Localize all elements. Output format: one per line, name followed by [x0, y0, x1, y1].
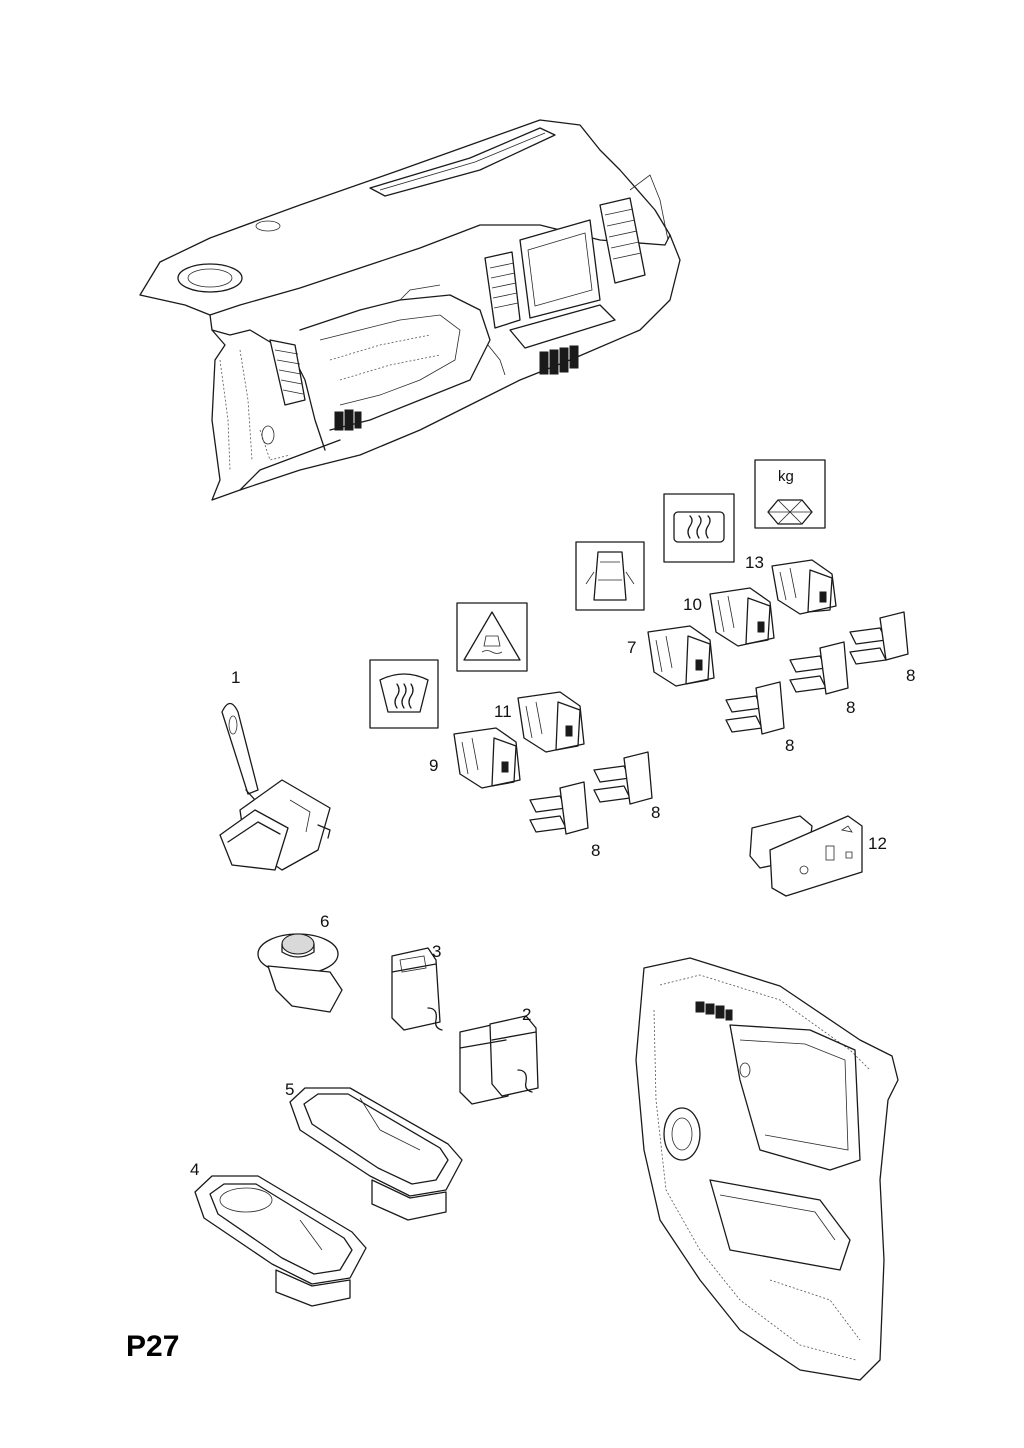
callout-3: 3 [432, 942, 441, 961]
callout-4: 4 [190, 1160, 199, 1179]
load-icon-text: kg [778, 468, 794, 485]
callout-12: 12 [868, 834, 887, 853]
door-panel-assembly [635, 957, 899, 1381]
callout-1: 1 [231, 668, 240, 687]
part-13-switch [771, 559, 837, 615]
callout-8c: 8 [785, 736, 794, 755]
callout-5: 5 [285, 1080, 294, 1099]
callout-11: 11 [494, 702, 512, 721]
rear-window-defrost-icon [663, 493, 735, 563]
callout-2: 2 [522, 1005, 531, 1024]
traction-control-icon [456, 602, 528, 672]
part-8-blank-cap-d [593, 751, 653, 805]
part-10-switch [709, 587, 775, 647]
part-11-switch [517, 691, 585, 753]
part-6-mirror-adjuster [257, 933, 343, 1013]
part-1-stalk-switch [219, 702, 331, 871]
door-lock-icon [575, 541, 645, 611]
callout-8a: 8 [906, 666, 915, 685]
part-8-blank-cap-b [789, 641, 849, 695]
callout-8e: 8 [591, 841, 600, 860]
part-3-window-switch [391, 947, 443, 1031]
callout-8d: 8 [651, 803, 660, 822]
part-8-blank-cap-c [725, 681, 785, 735]
part-5-switch-bezel [289, 1087, 463, 1221]
callout-8b: 8 [846, 698, 855, 717]
callout-7: 7 [627, 638, 636, 657]
callout-10: 10 [683, 595, 702, 614]
part-12-mirror-switch-panel [749, 815, 863, 897]
load-weight-icon: kg [754, 459, 826, 529]
part-4-switch-bezel [194, 1175, 367, 1307]
callout-9: 9 [429, 756, 438, 775]
callout-6: 6 [320, 912, 329, 931]
windscreen-defrost-icon [369, 659, 439, 729]
part-7-switch [647, 625, 715, 687]
callout-13: 13 [745, 553, 764, 572]
dashboard-assembly [139, 119, 681, 501]
part-2-window-switch-double [459, 1015, 539, 1105]
part-8-blank-cap-a [849, 611, 909, 665]
page-code: P27 [126, 1330, 180, 1363]
part-8-blank-cap-e [529, 781, 589, 835]
part-9-switch [453, 727, 521, 789]
